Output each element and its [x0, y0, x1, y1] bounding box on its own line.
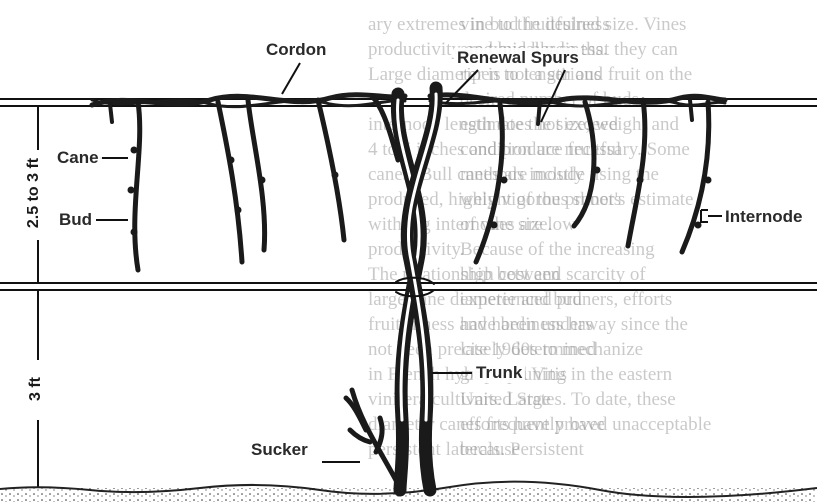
cane-3	[248, 100, 265, 250]
label-renewal-spurs: Renewal Spurs	[454, 48, 582, 68]
bud-marker	[491, 222, 498, 229]
label-sucker: Sucker	[248, 440, 311, 460]
bud-marker	[501, 177, 508, 184]
bud-marker	[228, 157, 235, 164]
leader-cordon	[282, 63, 300, 94]
cane-2	[218, 102, 242, 262]
bud-marker	[128, 187, 135, 194]
leader-renewal-spurs-right	[541, 70, 565, 122]
label-bud: Bud	[56, 210, 95, 230]
bud-marker	[235, 207, 242, 214]
label-internode: Internode	[722, 207, 805, 227]
renewal-spur-stub	[538, 100, 540, 124]
cane-7	[574, 102, 594, 226]
label-trunk: Trunk	[473, 363, 525, 383]
ground	[0, 482, 817, 502]
bud-marker	[637, 177, 644, 184]
cane-4	[318, 100, 344, 240]
cane-6	[476, 104, 502, 262]
bud-marker	[332, 172, 339, 179]
soil-strip	[0, 488, 817, 502]
label-cordon: Cordon	[263, 40, 329, 60]
bud-marker	[131, 229, 138, 236]
bud-marker	[705, 177, 712, 184]
cane-9	[682, 102, 709, 252]
cane-8	[628, 100, 645, 246]
label-cane: Cane	[54, 148, 102, 168]
dimension-label-lower: 3 ft	[27, 373, 45, 405]
bud-marker	[594, 167, 601, 174]
cordon	[92, 95, 725, 107]
bud-marker	[131, 147, 138, 154]
sucker-branch-b	[376, 418, 382, 452]
dimension-label-upper: 2.5 to 3 ft	[25, 154, 43, 232]
renewal-spur-stub	[690, 100, 692, 120]
cane-1	[135, 102, 140, 270]
internode-bracket	[701, 210, 708, 222]
renewal-spur-stub	[110, 104, 112, 122]
sucker	[346, 390, 398, 484]
bud-marker	[259, 177, 266, 184]
